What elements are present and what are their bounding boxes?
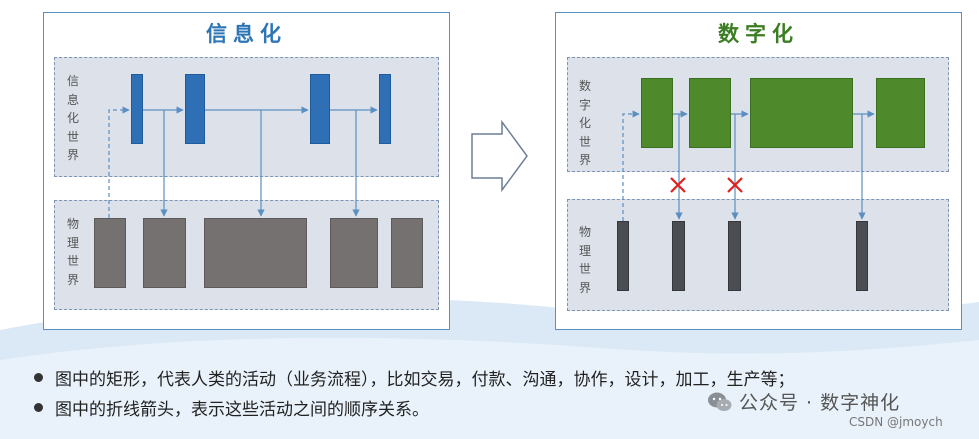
physical-activity-block [728, 221, 741, 291]
physical-activity-block [856, 221, 868, 291]
physical-world-label: 物理世界 [66, 217, 79, 287]
bullet-item: 图中的折线箭头，表示这些活动之间的顺序关系。 [30, 392, 795, 422]
bullet-dot-icon [34, 402, 43, 412]
physical-activity-block [94, 218, 126, 288]
digital-activity-block [876, 78, 925, 148]
info-activity-block [131, 74, 143, 144]
physical-activity-block [204, 218, 307, 288]
physical-activity-block [143, 218, 186, 288]
panel-title: 信息化 [206, 22, 287, 46]
background-wave [0, 297, 979, 439]
panel-title: 数字化 [718, 22, 799, 46]
info-activity-block [310, 74, 330, 144]
physical-activity-block [391, 218, 423, 288]
watermark-brand: 公众号 · 数字神化 [707, 388, 900, 415]
digital-world-label: 数字化世界 [578, 79, 591, 167]
wechat-icon [708, 392, 732, 411]
physical-activity-block [330, 218, 378, 288]
legend-bullets: 图中的矩形，代表人类的活动（业务流程），比如交易，付款、沟通，协作，设计，加工，… [30, 362, 795, 422]
info-activity-block [185, 74, 205, 144]
bullet-item: 图中的矩形，代表人类的活动（业务流程），比如交易，付款、沟通，协作，设计，加工，… [30, 362, 795, 392]
digital-activity-block [689, 78, 731, 148]
transition-arrow-icon [471, 119, 528, 193]
physical-world-label: 物理世界 [578, 225, 591, 295]
bullet-text: 图中的折线箭头，表示这些活动之间的顺序关系。 [55, 399, 429, 420]
info-world-label: 信息化世界 [66, 74, 79, 162]
bullet-dot-icon [34, 372, 43, 382]
digital-activity-block [750, 78, 853, 148]
physical-activity-block [672, 221, 685, 291]
brand-text: 公众号 · 数字神化 [739, 392, 901, 414]
bullet-text: 图中的矩形，代表人类的活动（业务流程），比如交易，付款、沟通，协作，设计，加工，… [55, 369, 795, 390]
info-activity-block [379, 74, 391, 144]
credit-text: CSDN @jmoych [849, 415, 943, 429]
physical-activity-block [617, 221, 629, 291]
digital-activity-block [641, 78, 673, 148]
